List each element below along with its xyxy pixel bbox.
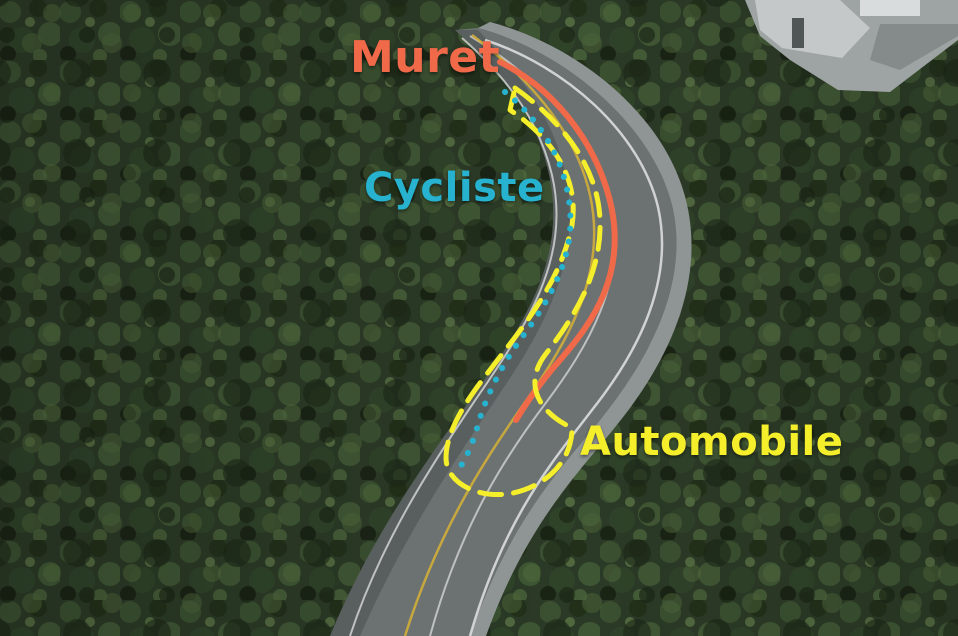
car-path-outline: [443, 85, 603, 498]
cyclist-label: Cycliste: [364, 165, 545, 211]
car-label: Automobile: [580, 419, 844, 465]
wall-label: Muret: [350, 32, 501, 83]
wall-line: [497, 59, 618, 423]
road-edge-line: [468, 38, 664, 636]
building-area: [745, 0, 958, 92]
center-line: [403, 34, 596, 636]
